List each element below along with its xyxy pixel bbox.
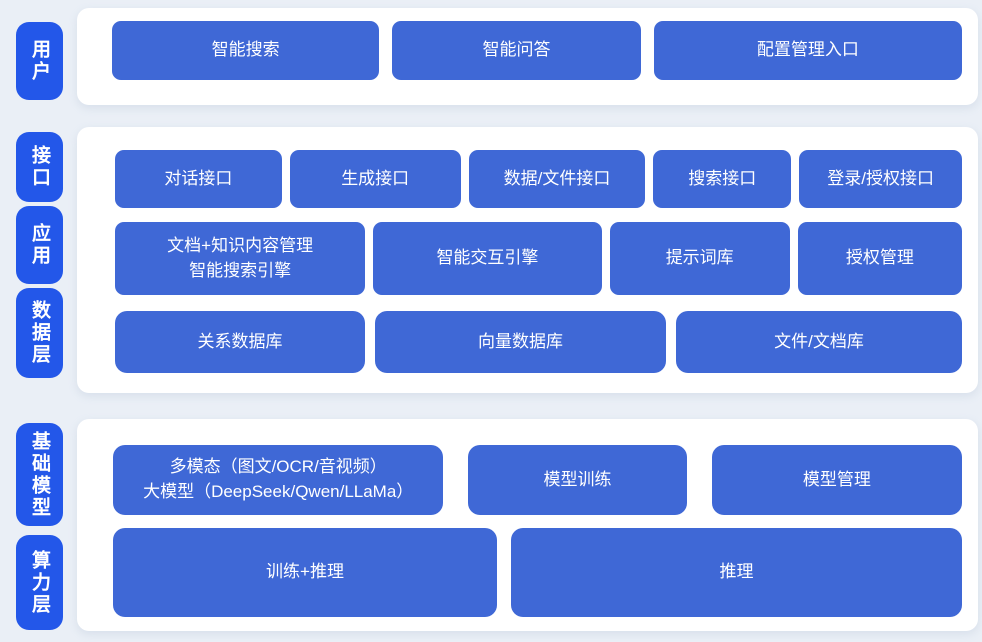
block-model-training: 模型训练	[468, 445, 687, 515]
block-generation-api: 生成接口	[289, 150, 461, 208]
model-compute-panel: 多模态（图文/OCR/音视频） 大模型（DeepSeek/Qwen/LLaMa）…	[77, 419, 978, 631]
foundation-model-row: 多模态（图文/OCR/音视频） 大模型（DeepSeek/Qwen/LLaMa）…	[113, 445, 962, 515]
block-smart-search: 智能搜索	[112, 21, 380, 80]
model-compute-section: 基础模型 算力层 多模态（图文/OCR/音视频） 大模型（DeepSeek/Qw…	[0, 419, 978, 631]
layer-label-interface: 接口	[16, 132, 63, 202]
block-line: 大模型（DeepSeek/Qwen/LLaMa）	[143, 482, 414, 501]
block-inference: 推理	[511, 528, 962, 617]
data-layer-row: 关系数据库 向量数据库 文件/文档库	[115, 311, 962, 373]
layer-label-user: 用户	[16, 22, 63, 100]
interface-app-data-panel: 对话接口 生成接口 数据/文件接口 搜索接口 登录/授权接口 文档+知识内容管理…	[77, 127, 978, 393]
interface-app-data-rail: 接口 应用 数据层	[0, 127, 77, 393]
layer-label-data-layer: 数据层	[16, 288, 63, 378]
compute-layer-row: 训练+推理 推理	[113, 528, 962, 617]
user-layer-section: 用户 智能搜索 智能问答 配置管理入口	[0, 8, 978, 105]
block-multimodal-llm: 多模态（图文/OCR/音视频） 大模型（DeepSeek/Qwen/LLaMa）	[113, 445, 444, 515]
application-row: 文档+知识内容管理 智能搜索引擎 智能交互引擎 提示词库 授权管理	[115, 222, 962, 295]
interface-row: 对话接口 生成接口 数据/文件接口 搜索接口 登录/授权接口	[115, 150, 962, 208]
layer-label-application: 应用	[16, 206, 63, 284]
block-line: 文档+知识内容管理	[167, 235, 314, 255]
block-config-management-entry: 配置管理入口	[653, 21, 962, 80]
block-line: 智能搜索引擎	[189, 260, 292, 280]
model-compute-rail: 基础模型 算力层	[0, 419, 77, 631]
block-login-auth-api: 登录/授权接口	[799, 150, 962, 208]
block-vector-database: 向量数据库	[375, 311, 666, 373]
block-dialog-api: 对话接口	[115, 150, 282, 208]
block-line: 多模态（图文/OCR/音视频）	[169, 457, 387, 477]
block-prompt-library: 提示词库	[609, 222, 790, 295]
user-layer-panel: 智能搜索 智能问答 配置管理入口	[77, 8, 978, 105]
block-smart-qa: 智能问答	[392, 21, 641, 80]
block-relational-database: 关系数据库	[115, 311, 365, 373]
block-file-document-store: 文件/文档库	[676, 311, 962, 373]
block-data-file-api: 数据/文件接口	[468, 150, 646, 208]
block-smart-interaction-engine: 智能交互引擎	[373, 222, 602, 295]
user-layer-row: 智能搜索 智能问答 配置管理入口	[112, 21, 962, 80]
layer-label-foundation-model: 基础模型	[16, 423, 63, 526]
block-doc-knowledge-search-engine: 文档+知识内容管理 智能搜索引擎	[115, 222, 366, 295]
layer-label-compute-layer: 算力层	[16, 535, 63, 630]
block-training-inference: 训练+推理	[113, 528, 497, 617]
block-search-api: 搜索接口	[653, 150, 792, 208]
block-model-management: 模型管理	[711, 445, 962, 515]
interface-app-data-section: 接口 应用 数据层 对话接口 生成接口 数据/文件接口 搜索接口 登录/授权接口…	[0, 127, 978, 393]
user-layer-rail: 用户	[0, 8, 77, 105]
block-authorization-management: 授权管理	[797, 222, 962, 295]
